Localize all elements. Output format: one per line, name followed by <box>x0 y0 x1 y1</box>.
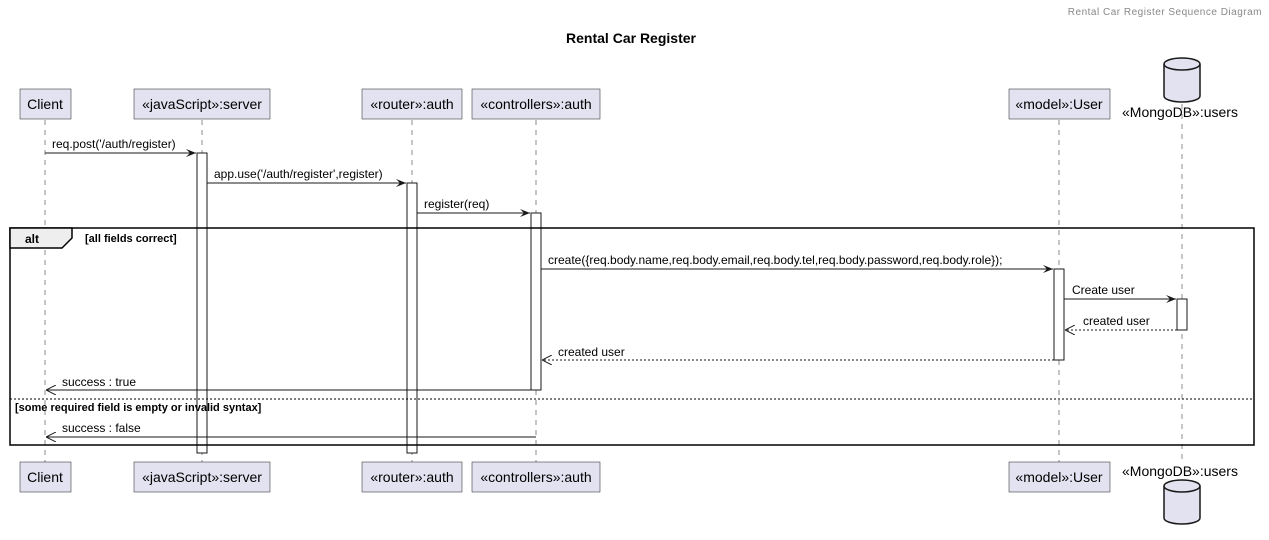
participant-model-user-top[interactable] <box>1008 88 1111 120</box>
participant-server-top-label: «javaScript»:server <box>142 96 262 112</box>
message-label: Create user <box>1072 283 1135 297</box>
diagram-title: Rental Car Register <box>566 30 696 46</box>
participant-client-top[interactable] <box>19 88 72 120</box>
activation-model-user <box>1053 268 1065 361</box>
participant-controllers-auth-top[interactable] <box>471 88 601 120</box>
participant-client-bottom[interactable] <box>19 461 72 493</box>
participant-server-top[interactable] <box>133 88 271 120</box>
alt-keyword: alt <box>25 232 39 246</box>
message-label: register(req) <box>424 197 489 211</box>
activation-controllers-auth <box>530 212 542 391</box>
database-icon[interactable] <box>1163 57 1201 103</box>
database-icon[interactable] <box>1163 479 1201 525</box>
participant-client-bottom-label: Client <box>27 469 63 485</box>
participant-mongodb-users-bottom-label: «MongoDB»:users <box>1122 463 1238 479</box>
participant-controllers-auth-top-label: «controllers»:auth <box>480 96 591 112</box>
activation-mongodb-users <box>1176 298 1188 331</box>
participant-router-auth-bottom-label: «router»:auth <box>370 469 453 485</box>
message-label: created user <box>1083 314 1150 328</box>
message-label: success : false <box>62 421 141 435</box>
message-label: app.use('/auth/register',register) <box>214 167 383 181</box>
message-label: success : true <box>62 375 136 389</box>
message-label: create({req.body.name,req.body.email,req… <box>548 253 1002 267</box>
participant-router-auth-bottom[interactable] <box>361 461 463 493</box>
participant-model-user-bottom-label: «model»:User <box>1015 469 1102 485</box>
participant-controllers-auth-bottom[interactable] <box>471 461 601 493</box>
participant-client-top-label: Client <box>27 96 63 112</box>
participant-controllers-auth-bottom-label: «controllers»:auth <box>480 469 591 485</box>
participant-mongodb-users-top-label: «MongoDB»:users <box>1122 104 1238 120</box>
message-label: created user <box>558 345 625 359</box>
participant-server-bottom[interactable] <box>133 461 271 493</box>
diagram-header: Rental Car Register Sequence Diagram <box>1068 7 1262 18</box>
alt-fragment-tab <box>9 227 73 249</box>
participant-server-bottom-label: «javaScript»:server <box>142 469 262 485</box>
participant-model-user-top-label: «model»:User <box>1015 96 1102 112</box>
alt-fragment-frame <box>9 227 1255 446</box>
alt-guard-1: [all fields correct] <box>85 233 177 245</box>
participant-model-user-bottom[interactable] <box>1008 461 1111 493</box>
activation-server <box>196 152 208 454</box>
participant-router-auth-top[interactable] <box>361 88 463 120</box>
activation-router-auth <box>406 182 418 454</box>
alt-guard-2: [some required field is empty or invalid… <box>15 402 262 414</box>
participant-router-auth-top-label: «router»:auth <box>370 96 453 112</box>
message-label: req.post('/auth/register) <box>52 137 176 151</box>
